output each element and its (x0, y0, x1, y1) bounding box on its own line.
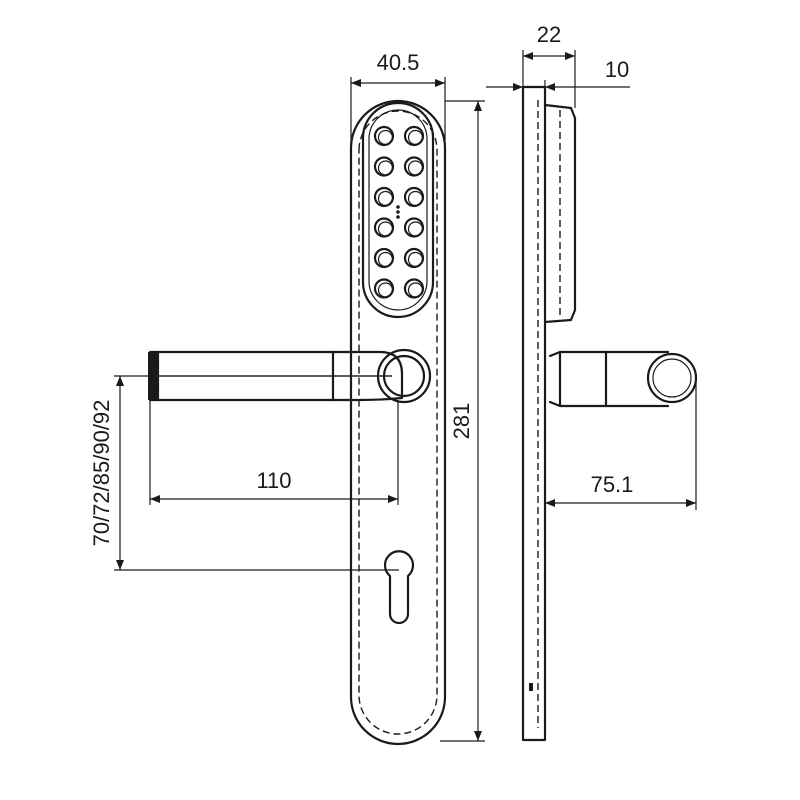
keypad-button (373, 156, 395, 177)
keypad-buttons (373, 125, 425, 299)
keypad-button (373, 125, 395, 147)
keypad-housing (361, 101, 435, 319)
keypad-button-inner (407, 251, 424, 268)
front-plate-outline (349, 99, 447, 746)
side-keypad-profile (543, 103, 577, 324)
side-handle-end (646, 352, 698, 404)
indicator-dot (396, 210, 400, 214)
dim-label-handle-length: 110 (256, 468, 291, 493)
arrow-head (545, 83, 555, 91)
keypad-housing-inner (368, 109, 428, 311)
dimension-lines: 40.5 281 22 10 110 70/72/ (89, 22, 697, 742)
indicator-dot (396, 215, 400, 219)
keypad-button (403, 186, 425, 208)
side-screw (529, 683, 533, 691)
keypad-button-inner (407, 129, 424, 146)
side-view (521, 85, 698, 742)
keypad-button-inner (407, 282, 424, 298)
keypad-button-inner (377, 251, 394, 268)
keypad-button-inner (377, 160, 394, 176)
keypad-button (373, 247, 395, 269)
dim-label-plate-width: 40.5 (377, 50, 420, 75)
indicator-dot (396, 205, 400, 209)
keypad-button-inner (377, 221, 394, 237)
arrow-head (686, 499, 696, 507)
keypad-button (403, 125, 425, 147)
keypad-button (373, 217, 395, 238)
keypad-button-inner (407, 160, 424, 176)
dim-label-total-depth: 22 (537, 22, 561, 47)
arrow-head (116, 376, 124, 386)
arrow-head (435, 79, 445, 87)
arrow-head (150, 495, 160, 503)
dim-label-backset: 70/72/85/90/92 (89, 400, 114, 547)
arrow-head (523, 52, 533, 60)
handle-lever (148, 350, 404, 402)
arrow-head (565, 52, 575, 60)
keypad-button (403, 247, 425, 269)
keypad-button (403, 156, 425, 177)
keypad-button-inner (377, 129, 394, 146)
dim-label-keypad-depth: 10 (605, 57, 629, 82)
front-view (148, 99, 447, 746)
keypad-button (403, 278, 425, 299)
keypad-button (403, 217, 425, 238)
keypad-button (373, 186, 395, 208)
arrow-head (513, 83, 523, 91)
dim-label-plate-height: 281 (449, 403, 474, 440)
front-plate-inner-dashed (358, 110, 438, 735)
keypad-button-inner (407, 221, 424, 237)
arrow-head (474, 731, 482, 741)
arrow-head (474, 101, 482, 111)
arrow-head (116, 560, 124, 570)
side-plate-outline (521, 85, 547, 742)
side-handle (548, 350, 670, 408)
keypad-button (373, 278, 395, 299)
keypad-button-inner (407, 190, 424, 207)
arrow-head (388, 495, 398, 503)
arrow-head (545, 499, 555, 507)
arrow-head (351, 79, 361, 87)
dim-label-handle-projection: 75.1 (591, 472, 634, 497)
cylinder-cutout (383, 550, 415, 625)
side-handle-end-inner (652, 358, 692, 398)
keypad-button-inner (377, 282, 394, 298)
keypad-button-inner (377, 190, 394, 207)
